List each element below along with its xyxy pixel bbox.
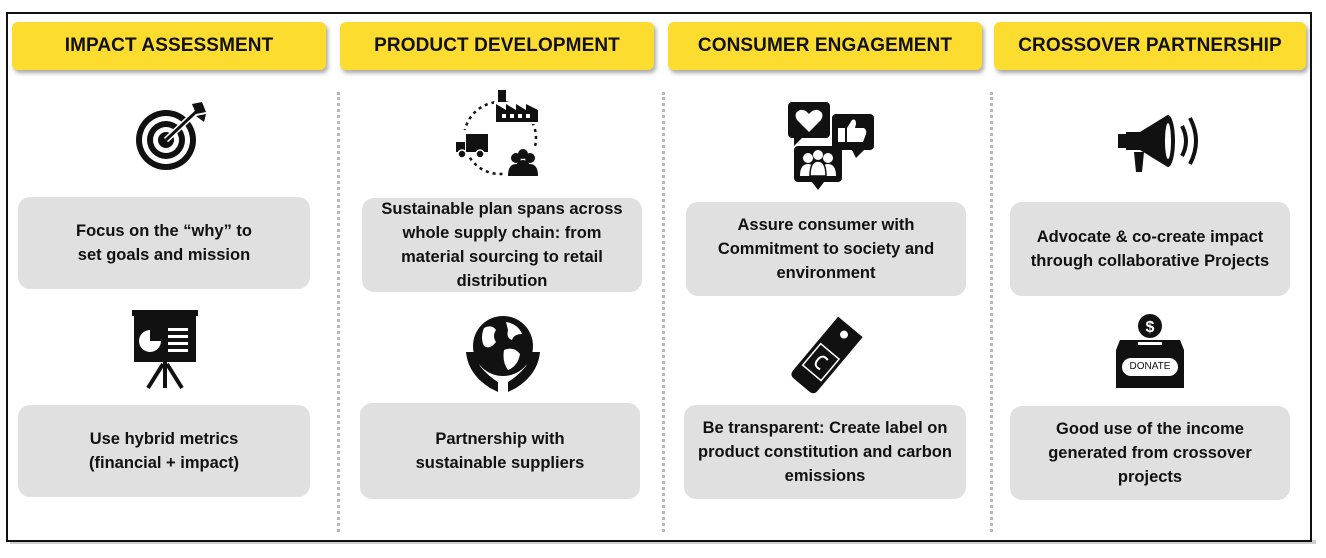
- header-crossover-partnership: CROSSOVER PARTNERSHIP: [994, 22, 1306, 70]
- header-impact-assessment: IMPACT ASSESSMENT: [12, 22, 326, 70]
- card-crossover-income: Good use of the income generated from cr…: [1010, 406, 1290, 500]
- supply-chain-icon: [452, 86, 544, 182]
- price-tag-icon: [786, 314, 866, 398]
- frame-shadow: [10, 540, 1316, 544]
- card-set-goals: Focus on the “why” to set goals and miss…: [18, 197, 310, 289]
- header-consumer-engagement: CONSUMER ENGAGEMENT: [668, 22, 982, 70]
- globe-in-hands-icon: [462, 312, 544, 394]
- card-co-create-impact: Advocate & co-create impact through coll…: [1010, 202, 1290, 296]
- donation-box-icon: $ DONATE: [1112, 312, 1188, 392]
- column-divider: [337, 92, 340, 532]
- card-supply-chain: Sustainable plan spans across whole supp…: [362, 198, 642, 292]
- header-product-development: PRODUCT DEVELOPMENT: [340, 22, 654, 70]
- social-engagement-icon: [786, 100, 878, 190]
- target-icon: [132, 100, 208, 172]
- card-hybrid-metrics: Use hybrid metrics (financial + impact): [18, 405, 310, 497]
- card-consumer-commitment: Assure consumer with Commitment to socie…: [686, 202, 966, 296]
- column-divider: [662, 92, 665, 532]
- donate-label: DONATE: [1129, 361, 1171, 372]
- megaphone-icon: [1116, 108, 1206, 178]
- card-transparent-label: Be transparent: Create label on product …: [684, 405, 966, 499]
- card-sustainable-suppliers: Partnership with sustainable suppliers: [360, 403, 640, 499]
- presentation-board-icon: [130, 308, 200, 390]
- svg-text:$: $: [1146, 319, 1155, 336]
- column-divider: [990, 92, 993, 532]
